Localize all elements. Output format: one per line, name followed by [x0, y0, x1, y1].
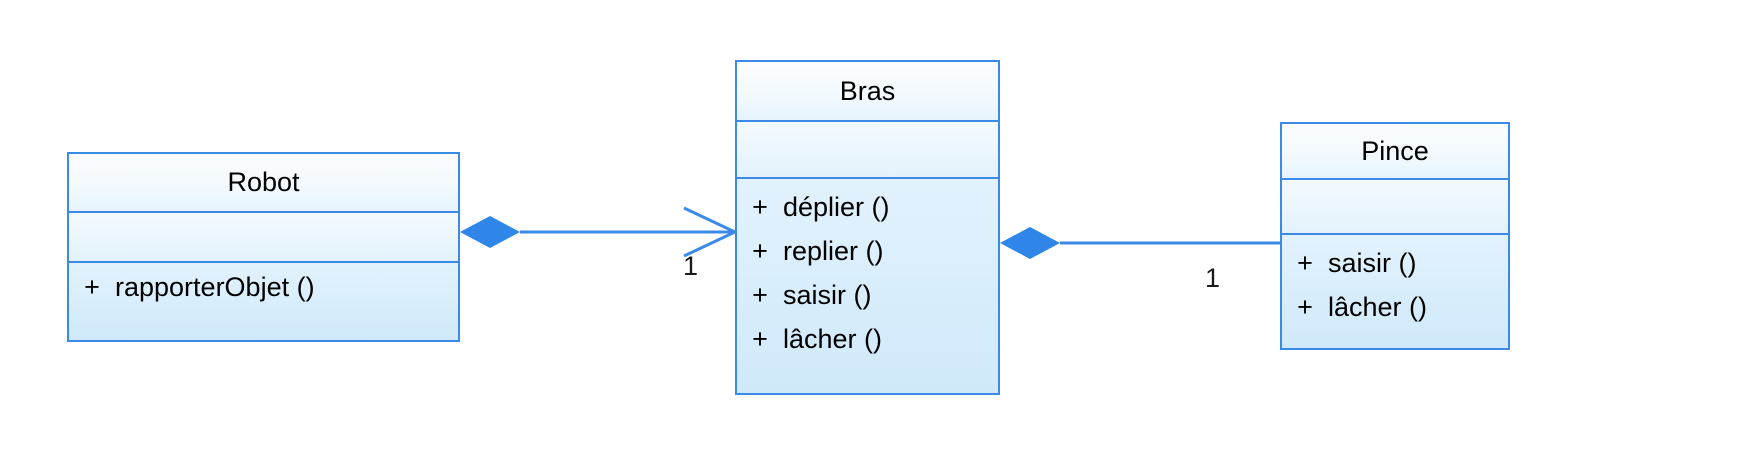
- operation-row[interactable]: + déplier (): [737, 185, 998, 229]
- operation-row[interactable]: + lâcher (): [1282, 285, 1508, 329]
- operation-signature: saisir (): [783, 279, 872, 310]
- visibility-marker: +: [752, 235, 768, 266]
- attributes-compartment-pince: [1282, 180, 1508, 235]
- visibility-marker: +: [752, 279, 768, 310]
- visibility-marker: +: [752, 191, 768, 222]
- composition-diamond-bras: [1000, 227, 1060, 259]
- composition-diamond-robot: [460, 216, 520, 248]
- class-box-pince[interactable]: Pince + saisir () + lâcher (): [1280, 122, 1510, 350]
- attributes-compartment-bras: [737, 122, 998, 179]
- multiplicity-bras-pince: 1: [1205, 263, 1221, 293]
- operation-row[interactable]: + saisir (): [1282, 241, 1508, 285]
- visibility-marker: +: [752, 323, 768, 354]
- operation-row[interactable]: + saisir (): [737, 273, 998, 317]
- class-name-robot: Robot: [69, 154, 458, 213]
- class-name-bras: Bras: [737, 62, 998, 122]
- operations-compartment-bras: + déplier () + replier () + saisir () + …: [737, 179, 998, 393]
- operation-signature: déplier (): [783, 191, 890, 222]
- operation-signature: lâcher (): [783, 323, 883, 354]
- operation-signature: replier (): [783, 235, 884, 266]
- operation-row[interactable]: + lâcher (): [737, 317, 998, 361]
- visibility-marker: +: [84, 271, 100, 302]
- operation-signature: rapporterObjet (): [115, 271, 315, 302]
- operation-signature: lâcher (): [1328, 291, 1428, 322]
- class-name-pince: Pince: [1282, 124, 1508, 180]
- visibility-marker: +: [1297, 247, 1313, 278]
- class-box-robot[interactable]: Robot + rapporterObjet (): [67, 152, 460, 342]
- class-box-bras[interactable]: Bras + déplier () + replier () + saisir …: [735, 60, 1000, 395]
- operations-compartment-pince: + saisir () + lâcher (): [1282, 235, 1508, 348]
- visibility-marker: +: [1297, 291, 1313, 322]
- multiplicity-robot-bras: 1: [683, 251, 699, 281]
- operation-signature: saisir (): [1328, 247, 1417, 278]
- operation-row[interactable]: + rapporterObjet (): [69, 269, 458, 305]
- operations-compartment-robot: + rapporterObjet (): [69, 263, 458, 340]
- relation-robot-bras[interactable]: [460, 206, 739, 258]
- open-arrowhead-bras: [683, 206, 739, 258]
- attributes-compartment-robot: [69, 213, 458, 263]
- operation-row[interactable]: + replier (): [737, 229, 998, 273]
